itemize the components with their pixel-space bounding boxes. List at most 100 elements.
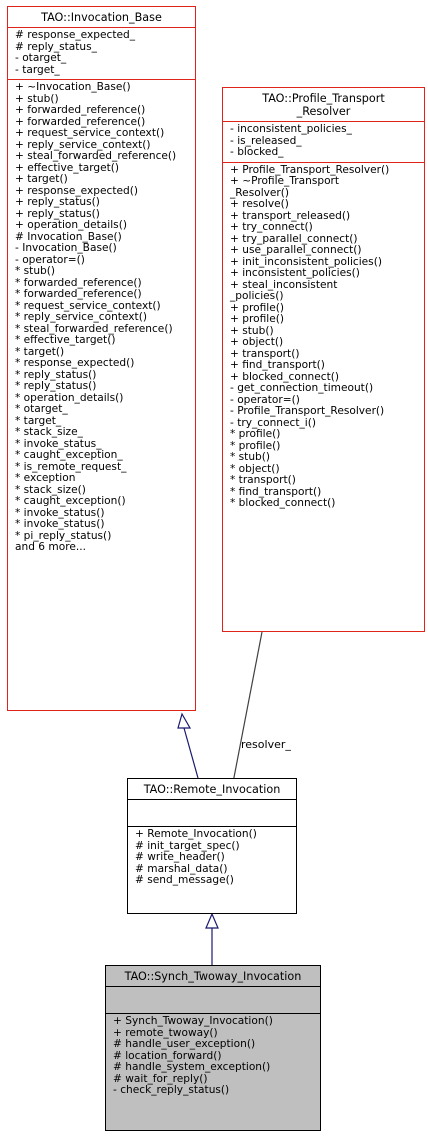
class-member: * response_expected(): [15, 357, 135, 369]
class-member: # handle_user_exception(): [113, 1038, 256, 1050]
class-member: + find_transport(): [230, 359, 325, 371]
class-synch-twoway-invocation[interactable]: TAO::Synch_Twoway_Invocation + Synch_Two…: [105, 965, 321, 1131]
class-member: - check_reply_status(): [113, 1084, 230, 1096]
class-member: and 6 more...: [15, 541, 86, 553]
operation-list: + Remote_Invocation()# init_target_spec(…: [128, 827, 296, 890]
class-member: _policies(): [230, 290, 284, 302]
class-member: * request_service_context(): [15, 299, 161, 312]
class-member: - blocked_: [230, 146, 284, 158]
class-member: + profile(): [230, 301, 284, 314]
class-member: + reply_status(): [15, 196, 100, 208]
operation-list: + Synch_Twoway_Invocation()+ remote_twow…: [106, 1014, 320, 1100]
class-member: * forwarded_reference(): [15, 288, 142, 300]
class-member: * stub(): [15, 265, 56, 277]
class-member: + effective_target(): [15, 161, 120, 174]
attribute-list: - inconsistent_policies_- is_released_- …: [223, 122, 424, 162]
class-member: * effective_target(): [15, 334, 116, 346]
class-member: * reply_service_context(): [15, 311, 147, 323]
class-member: + forwarded_reference(): [15, 115, 146, 128]
class-member: # Invocation_Base(): [15, 230, 122, 243]
class-member: * operation_details(): [15, 391, 124, 404]
class-member: * profile(): [230, 428, 281, 440]
class-member: # location_forward(): [113, 1049, 222, 1062]
class-member: * find_transport(): [230, 485, 322, 498]
inherit-arrowhead-base: [177, 712, 192, 729]
inherit-edge-remote-to-base: [183, 727, 199, 779]
class-remote-invocation[interactable]: TAO::Remote_Invocation + Remote_Invocati…: [127, 778, 297, 914]
class-member: - otarget_: [15, 52, 67, 64]
class-member: + Remote_Invocation(): [135, 828, 257, 840]
class-member: * invoke_status_: [15, 437, 102, 450]
class-member: # send_message(): [135, 874, 234, 886]
class-member: - target_: [15, 63, 60, 76]
class-member: * caught_exception_: [15, 449, 123, 461]
class-member: - get_connection_timeout(): [230, 382, 374, 394]
class-member: - operator=(): [15, 253, 85, 266]
class-member: + try_parallel_connect(): [230, 232, 358, 245]
inherit-arrowhead-remote: [205, 912, 219, 929]
class-member: + request_service_context(): [15, 127, 165, 139]
class-member: + response_expected(): [15, 184, 138, 197]
class-member: + init_inconsistent_policies(): [230, 255, 382, 268]
attribute-list: [106, 987, 320, 1013]
class-member: + resolve(): [230, 198, 289, 210]
class-member: * invoke_status(): [15, 506, 105, 519]
class-invocation-base[interactable]: TAO::Invocation_Base # response_expected…: [7, 6, 196, 711]
resolver-edge-label: resolver_: [241, 738, 291, 751]
class-title: TAO::Invocation_Base: [41, 11, 162, 24]
class-member: + Profile_Transport_Resolver(): [230, 163, 390, 176]
class-member: # response_expected_: [15, 29, 136, 41]
class-member: * reply_status(): [15, 368, 97, 381]
class-member: # handle_system_exception(): [113, 1061, 271, 1073]
class-member: + try_connect(): [230, 221, 313, 233]
class-member: + profile(): [230, 313, 284, 325]
class-member: * stub(): [230, 451, 271, 463]
attribute-list: # response_expected_# reply_status_- ota…: [8, 28, 195, 79]
class-member: * blocked_connect(): [230, 497, 336, 509]
class-title: TAO::Profile_Transport _Resolver: [262, 92, 385, 118]
class-member: - is_released_: [230, 134, 302, 147]
class-member: + steal_forwarded_reference(): [15, 150, 177, 162]
class-member: + ~Profile_Transport: [230, 175, 340, 187]
class-member: - operator=(): [230, 393, 300, 406]
attribute-list: [128, 800, 296, 826]
class-member: + Synch_Twoway_Invocation(): [113, 1015, 273, 1027]
class-member: # marshal_data(): [135, 862, 228, 875]
class-member: * stack_size_: [15, 426, 83, 438]
class-member: + reply_service_context(): [15, 138, 151, 151]
class-member: * pi_reply_status(): [15, 529, 112, 542]
class-member: * stack_size(): [15, 483, 86, 496]
class-member: - try_connect_i(): [230, 416, 317, 429]
class-member: * reply_status(): [15, 380, 97, 392]
class-member: * object(): [230, 462, 280, 475]
class-member: + forwarded_reference(): [15, 104, 146, 116]
class-member: - Profile_Transport_Resolver(): [230, 405, 385, 417]
class-member: + blocked_connect(): [230, 370, 340, 383]
class-member: * target_: [15, 414, 62, 427]
class-title: TAO::Synch_Twoway_Invocation: [124, 970, 302, 983]
class-member: * profile(): [230, 439, 281, 452]
class-member: + remote_twoway(): [113, 1026, 218, 1039]
class-member: * exception: [15, 472, 76, 484]
class-member: + ~Invocation_Base(): [15, 81, 131, 93]
class-member: # init_target_spec(): [135, 839, 240, 852]
class-member: + object(): [230, 336, 284, 348]
class-member: - Invocation_Base(): [15, 242, 117, 254]
operation-list: + ~Invocation_Base()+ stub()+ forwarded_…: [8, 80, 195, 557]
class-member: + steal_inconsistent: [230, 278, 338, 291]
operation-list: + Profile_Transport_Resolver()+ ~Profile…: [223, 163, 424, 513]
class-member: * is_remote_request_: [15, 460, 127, 473]
class-member: + transport_released(): [230, 209, 351, 222]
class-title: TAO::Remote_Invocation: [143, 783, 281, 796]
class-member: * target(): [15, 345, 65, 358]
class-profile-transport-resolver[interactable]: TAO::Profile_Transport _Resolver - incon…: [222, 87, 425, 632]
class-member: # wait_for_reply(): [113, 1072, 208, 1085]
class-member: # reply_status_: [15, 40, 97, 53]
class-member: + stub(): [230, 324, 274, 337]
class-member: * forwarded_reference(): [15, 276, 142, 289]
class-member: # write_header(): [135, 851, 225, 863]
class-member: * transport(): [230, 474, 296, 486]
class-member: - inconsistent_policies_: [230, 123, 352, 135]
composition-edge-resolver: [230, 631, 263, 794]
class-member: * steal_forwarded_reference(): [15, 322, 173, 335]
